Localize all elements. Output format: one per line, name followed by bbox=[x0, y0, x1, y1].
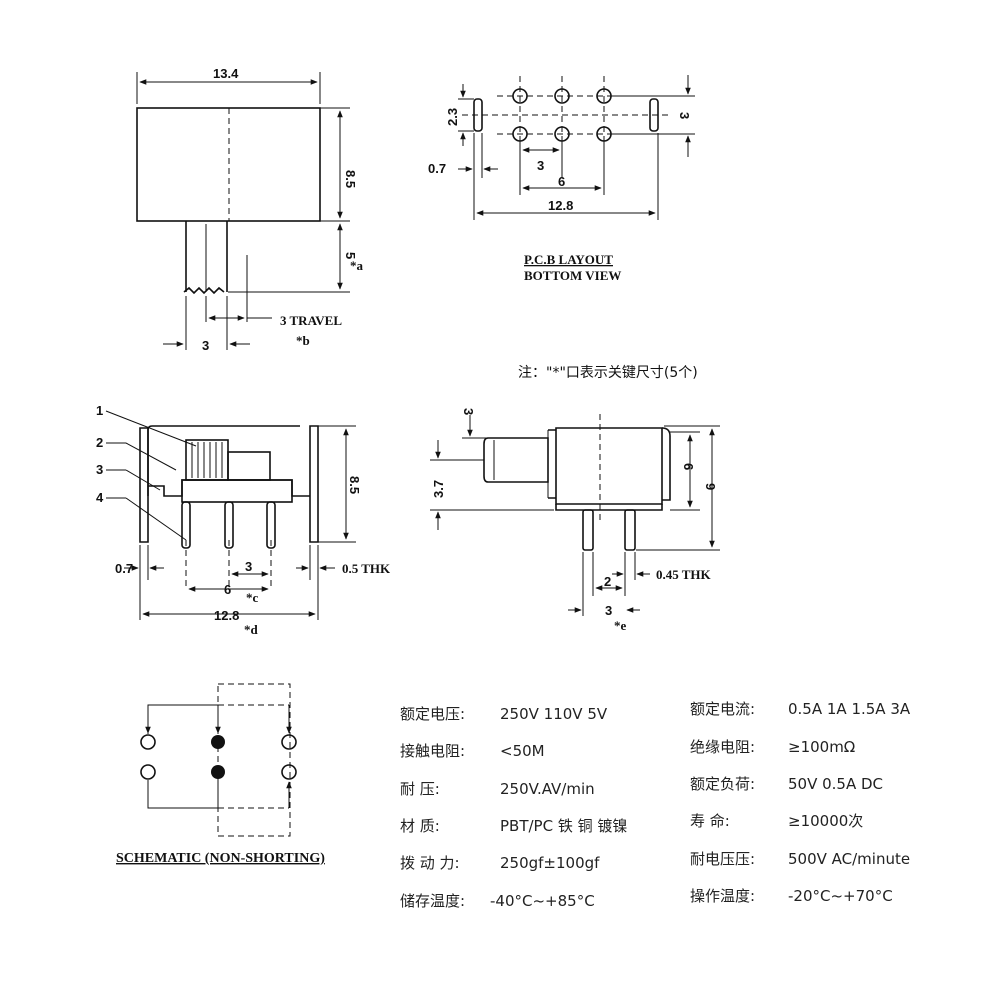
spec-value: 250V 110V 5V bbox=[500, 705, 608, 723]
front-pin-right bbox=[266, 501, 276, 549]
spec-row: 耐 压: 250V.AV/min bbox=[400, 780, 595, 798]
spec-row: 材 质: PBT/PC 铁 铜 镀镍 bbox=[400, 817, 627, 835]
pcb-span-label: 6 bbox=[558, 174, 565, 189]
spec-row: 额定负荷: 50V 0.5A DC bbox=[690, 775, 883, 793]
side-pin-right bbox=[624, 509, 636, 551]
front-thk-label: 0.5 THK bbox=[342, 561, 391, 576]
front-pin-mid bbox=[224, 501, 234, 549]
side-lever-width-label: 3 bbox=[461, 408, 476, 415]
side-total-height-label: 9 bbox=[703, 483, 718, 490]
lever-width-mark: *b bbox=[296, 333, 310, 348]
side-pin-left bbox=[582, 509, 594, 551]
slide-lever bbox=[183, 221, 228, 350]
spec-value: 250V.AV/min bbox=[500, 780, 595, 798]
front-span-mark: *c bbox=[246, 590, 259, 605]
pcb-slot-right bbox=[649, 98, 659, 132]
spec-row: 寿 命: ≥10000次 bbox=[690, 812, 863, 830]
side-pitch-label: 3 bbox=[605, 603, 612, 618]
pcb-total-label: 12.8 bbox=[548, 198, 573, 213]
spec-label: 储存温度: bbox=[400, 892, 465, 910]
spec-row: 接触电阻: <50M bbox=[400, 742, 545, 760]
side-pin-width-label: 2 bbox=[604, 574, 611, 589]
lever-length-label: 5 bbox=[343, 252, 358, 259]
side-body-height-label: 6 bbox=[681, 463, 696, 470]
lever-length-mark: *a bbox=[350, 258, 364, 273]
pcb-pitch-label: 3 bbox=[537, 158, 544, 173]
front-total-label: 12.8 bbox=[214, 608, 239, 623]
spec-row: 拨 动 力: 250gf±100gf bbox=[400, 854, 600, 872]
side-pin-thk-label: 0.45 THK bbox=[656, 567, 712, 582]
pcb-title-line2: BOTTOM VIEW bbox=[524, 268, 621, 283]
spec-row: 耐电压压: 500V AC/minute bbox=[690, 850, 910, 868]
side-lever-height-label: 3.7 bbox=[431, 480, 446, 498]
front-pin-left bbox=[181, 501, 191, 549]
spec-value: 250gf±100gf bbox=[500, 854, 600, 872]
spec-label: 操作温度: bbox=[690, 887, 755, 905]
travel-label: 3 TRAVEL bbox=[280, 313, 342, 328]
spec-label: 接触电阻: bbox=[400, 742, 465, 760]
spec-label: 耐 压: bbox=[400, 780, 440, 798]
pcb-layout: 2.3 3 0.7 3 6 12.8 P.C.B LAYOUT BOTTOM V… bbox=[428, 75, 695, 283]
callout-4: 4 bbox=[96, 490, 104, 505]
spec-row: 绝缘电阻: ≥100mΩ bbox=[690, 738, 855, 756]
switch-body-top bbox=[136, 107, 321, 222]
side-lever bbox=[483, 437, 549, 483]
spec-value: -20°C~+70°C bbox=[788, 887, 893, 905]
spec-value: 500V AC/minute bbox=[788, 850, 910, 868]
spec-row: 储存温度: -40°C~+85°C bbox=[400, 892, 595, 910]
front-pitch-label: 3 bbox=[245, 559, 252, 574]
front-span-label: 6 bbox=[224, 582, 231, 597]
spec-value: 50V 0.5A DC bbox=[788, 775, 883, 793]
callout-3: 3 bbox=[96, 462, 103, 477]
front-height-label: 8.5 bbox=[347, 476, 362, 494]
front-view: 1 2 3 4 8.5 0.7 3 6 *c 0.5 THK bbox=[96, 403, 391, 637]
spec-value: -40°C~+85°C bbox=[490, 892, 595, 910]
top-height-label: 8.5 bbox=[343, 170, 358, 188]
spec-label: 额定电压: bbox=[400, 705, 465, 723]
schematic-title: SCHEMATIC (NON-SHORTING) bbox=[116, 851, 325, 866]
spec-label: 拨 动 力: bbox=[400, 854, 460, 872]
spec-label: 绝缘电阻: bbox=[690, 738, 755, 756]
spec-row: 操作温度: -20°C~+70°C bbox=[690, 887, 893, 905]
spec-table-right: 额定电流: 0.5A 1A 1.5A 3A 绝缘电阻: ≥100mΩ 额定负荷: 50… bbox=[690, 700, 911, 905]
front-pin-width-label: 0.7 bbox=[115, 561, 133, 576]
spec-label: 额定负荷: bbox=[690, 775, 755, 793]
side-body bbox=[555, 427, 663, 505]
spec-value: <50M bbox=[500, 742, 545, 760]
front-total-mark: *d bbox=[244, 622, 259, 637]
pcb-slot-width-label: 0.7 bbox=[428, 161, 446, 176]
spec-row: 额定电压: 250V 110V 5V bbox=[400, 705, 608, 723]
top-width-label: 13.4 bbox=[213, 66, 239, 81]
lever-width-label: 3 bbox=[202, 338, 209, 353]
top-view: 13.4 8.5 5 *a 3 TRAVEL 3 bbox=[136, 66, 364, 353]
spec-value: PBT/PC 铁 铜 镀镍 bbox=[500, 817, 627, 835]
pcb-slot-left bbox=[473, 98, 483, 132]
spec-value: ≥100mΩ bbox=[788, 738, 855, 756]
callout-2: 2 bbox=[96, 435, 103, 450]
spec-label: 寿 命: bbox=[690, 812, 730, 830]
key-dimension-note: 注："*"口表示关键尺寸(5个) bbox=[518, 365, 698, 381]
side-view: 3 3.7 6 9 0.45 THK 2 3 *e bbox=[430, 408, 720, 633]
spec-label: 额定电流: bbox=[690, 700, 755, 718]
pcb-row-pitch-label: 3 bbox=[677, 112, 692, 119]
pcb-title-line1: P.C.B LAYOUT bbox=[524, 252, 613, 267]
spec-value: ≥10000次 bbox=[788, 812, 863, 830]
spec-label: 材 质: bbox=[400, 817, 440, 835]
spec-label: 耐电压压: bbox=[690, 850, 755, 868]
callout-1: 1 bbox=[96, 403, 103, 418]
spec-row: 额定电流: 0.5A 1A 1.5A 3A bbox=[690, 700, 911, 718]
pcb-row-gap-label: 2.3 bbox=[445, 108, 460, 126]
spec-table-left: 额定电压: 250V 110V 5V 接触电阻: <50M 耐 压: 250V.AV/… bbox=[400, 705, 627, 910]
side-pitch-mark: *e bbox=[614, 618, 627, 633]
spec-value: 0.5A 1A 1.5A 3A bbox=[788, 700, 911, 718]
schematic: SCHEMATIC (NON-SHORTING) bbox=[116, 683, 325, 866]
